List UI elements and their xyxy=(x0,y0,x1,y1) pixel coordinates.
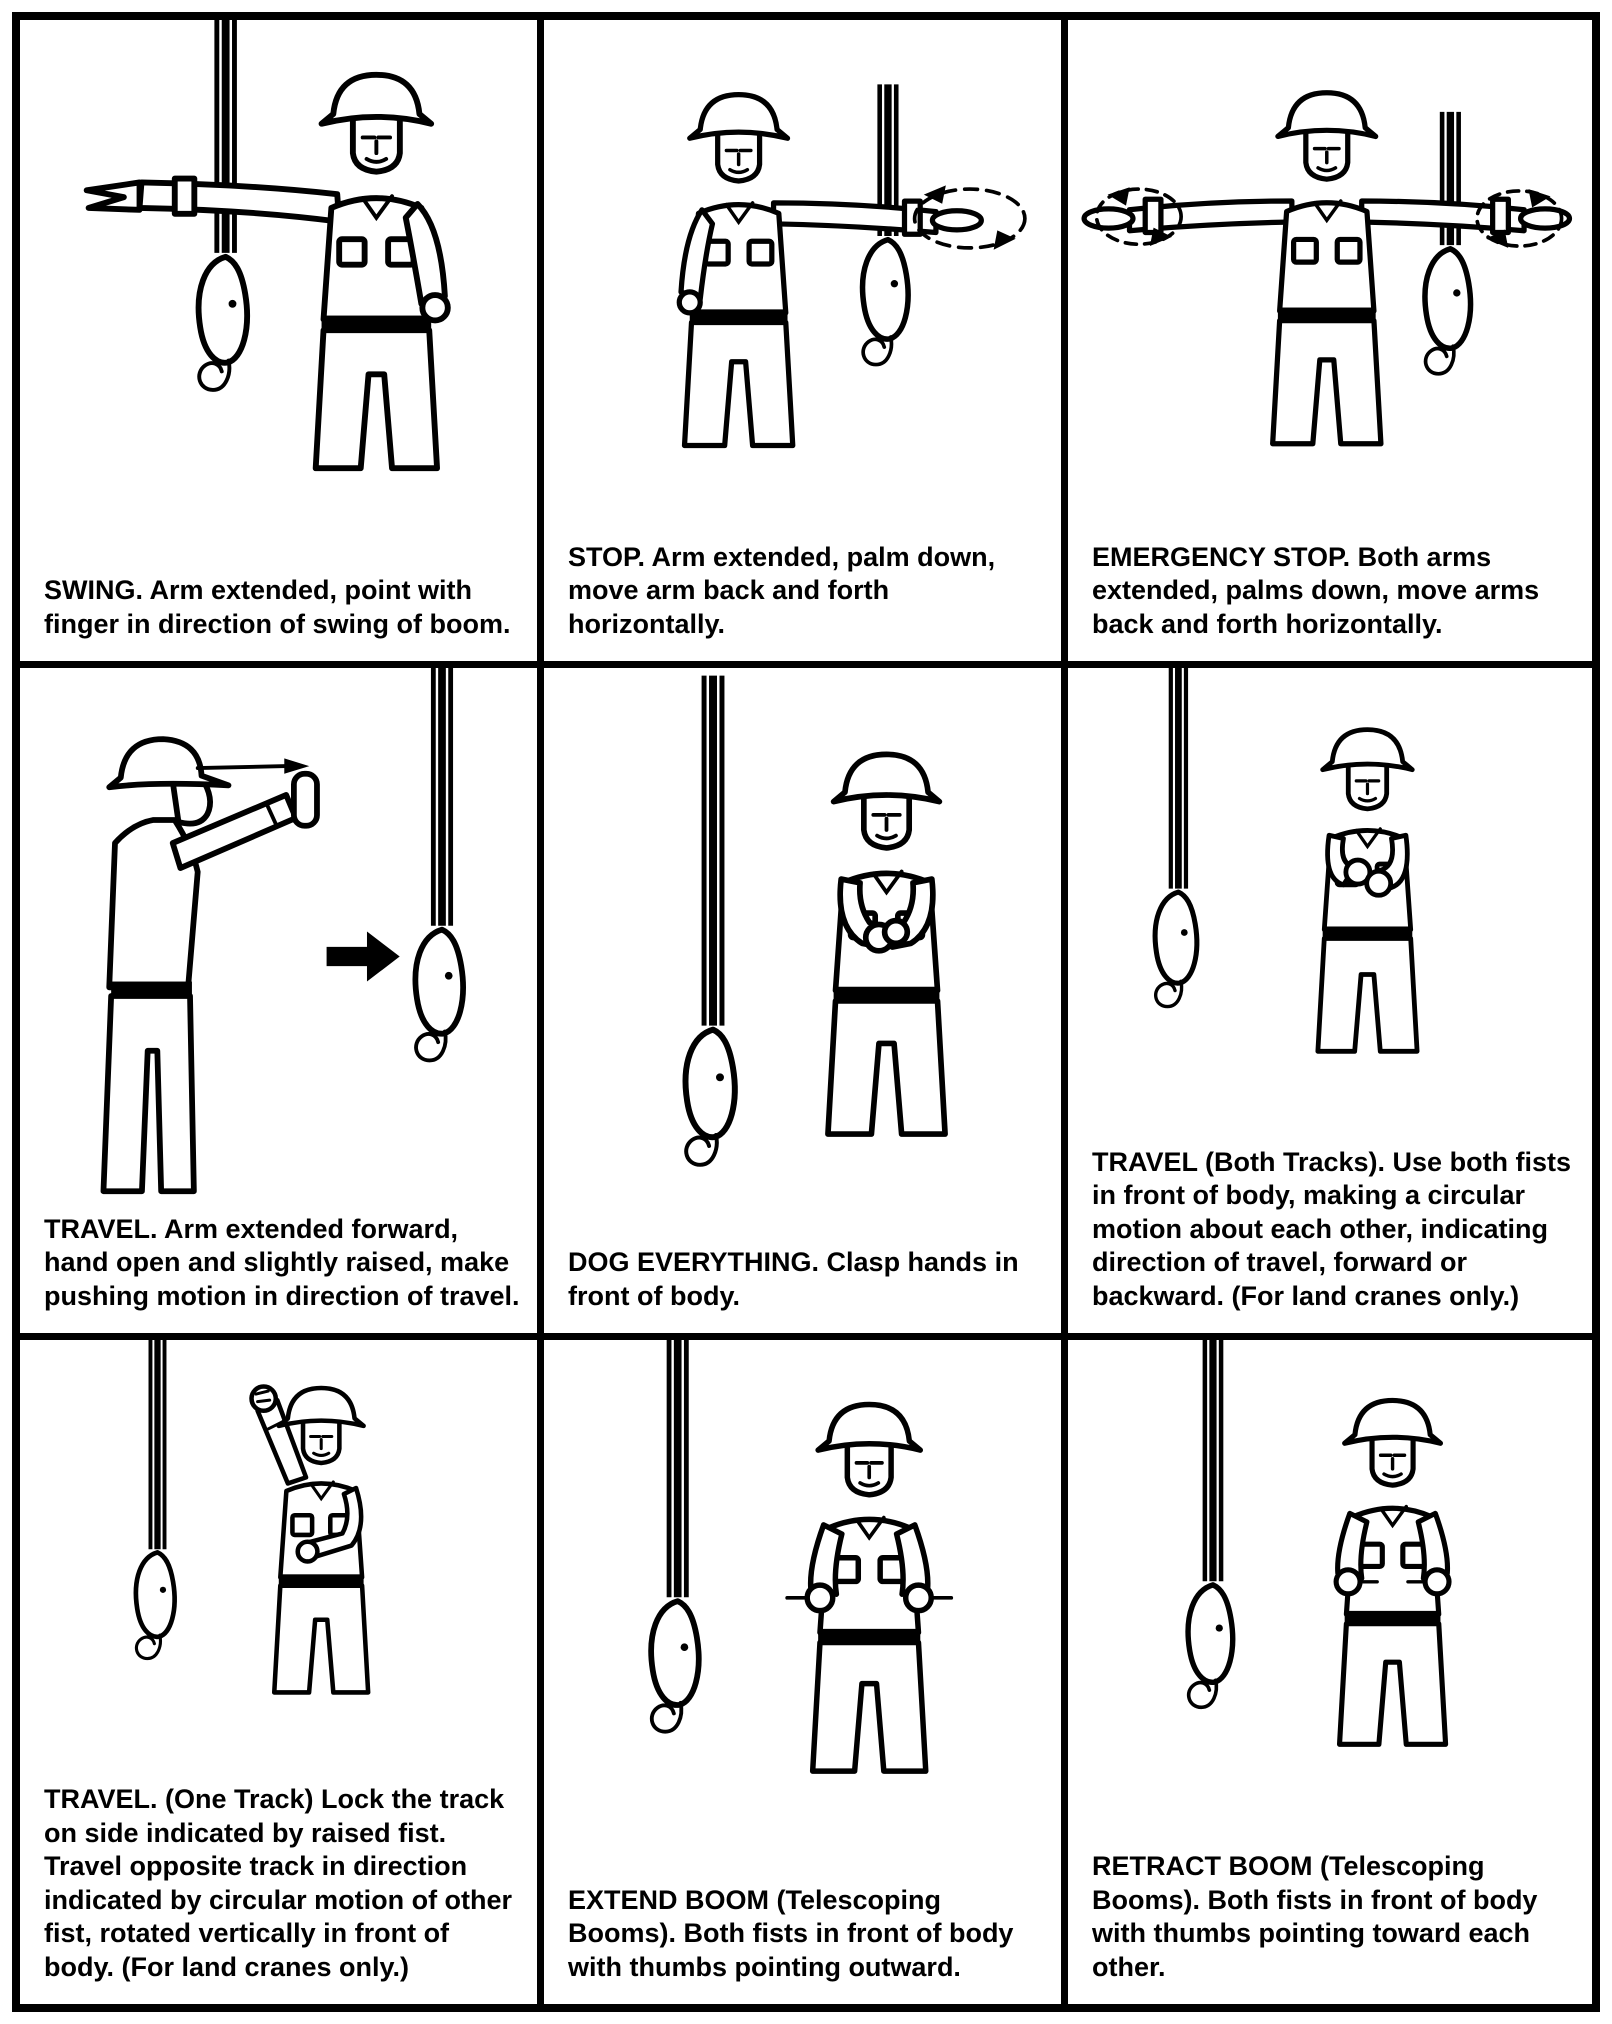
illustration-travel xyxy=(20,668,537,1207)
motion-arrows xyxy=(195,758,400,982)
illustration-dog-everything xyxy=(544,668,1061,1240)
illustration-retract-boom xyxy=(1068,1340,1592,1844)
caption-retract-boom: RETRACT BOOM (Telescoping Booms). Both f… xyxy=(1092,1851,1538,1982)
caption-extend-boom: EXTEND BOOM (Telescoping Booms). Both fi… xyxy=(568,1884,1014,1982)
illustration-travel-one-track xyxy=(20,1340,537,1777)
cell-extend-boom: EXTEND BOOM (Telescoping Booms). Both fi… xyxy=(544,1340,1068,2004)
cell-travel-both-tracks: TRAVEL (Both Tracks). Use both fists in … xyxy=(1068,668,1592,1340)
hoist-line xyxy=(1155,668,1197,1007)
signal-grid: SWING. Arm extended, point with finger i… xyxy=(12,12,1600,2012)
caption-emergency-stop: EMERGENCY STOP. Both arms extended, palm… xyxy=(1092,541,1540,639)
cell-travel-one-track: TRAVEL. (One Track) Lock the track on si… xyxy=(20,1340,544,2004)
hook-block-icon xyxy=(863,240,908,365)
hoist-line xyxy=(415,668,463,1060)
caption-travel-one-track: TRAVEL. (One Track) Lock the track on si… xyxy=(44,1784,513,1982)
worker-figure xyxy=(100,736,320,1195)
motion-arrows xyxy=(1094,187,1564,248)
hoist-line xyxy=(686,675,735,1165)
worker-figure xyxy=(828,754,945,1134)
illustration-emergency-stop xyxy=(1068,20,1592,535)
cell-retract-boom: RETRACT BOOM (Telescoping Booms). Both f… xyxy=(1068,1340,1592,2004)
illustration-travel-both-tracks xyxy=(1068,668,1592,1140)
caption-travel-both-tracks: TRAVEL (Both Tracks). Use both fists in … xyxy=(1092,1146,1572,1311)
hook-block-icon xyxy=(136,1552,175,1658)
hoist-line xyxy=(1425,111,1470,374)
cell-emergency-stop: EMERGENCY STOP. Both arms extended, palm… xyxy=(1068,20,1592,668)
hoist-line xyxy=(136,1340,175,1659)
hook-block-icon xyxy=(686,1030,735,1165)
worker-figure xyxy=(1333,1400,1452,1744)
worker-figure xyxy=(785,1405,954,1772)
illustration-extend-boom xyxy=(544,1340,1061,1878)
cell-dog-everything: DOG EVERYTHING. Clasp hands in front of … xyxy=(544,668,1068,1340)
hook-block-icon xyxy=(651,1601,699,1732)
cell-stop: STOP. Arm extended, palm down, move arm … xyxy=(544,20,1068,668)
caption-swing: SWING. Arm extended, point with finger i… xyxy=(44,575,511,639)
worker-figure xyxy=(1081,93,1573,444)
illustration-swing xyxy=(20,20,537,568)
hoist-line xyxy=(651,1340,699,1732)
worker-figure xyxy=(676,95,984,446)
cell-travel: TRAVEL. Arm extended forward, hand open … xyxy=(20,668,544,1340)
motion-arrows xyxy=(912,185,1027,250)
hook-block-icon xyxy=(199,257,247,390)
caption-dog-everything: DOG EVERYTHING. Clasp hands in front of … xyxy=(568,1247,1019,1311)
worker-figure xyxy=(249,1384,369,1693)
hook-block-icon xyxy=(1155,892,1197,1007)
caption-travel: TRAVEL. Arm extended forward, hand open … xyxy=(44,1213,520,1311)
cell-swing: SWING. Arm extended, point with finger i… xyxy=(20,20,544,668)
hook-block-icon xyxy=(415,930,463,1061)
worker-figure xyxy=(83,75,451,468)
illustration-stop xyxy=(544,20,1061,535)
caption-stop: STOP. Arm extended, palm down, move arm … xyxy=(568,541,996,639)
hook-block-icon xyxy=(1188,1585,1233,1707)
worker-figure xyxy=(1318,730,1417,1052)
hook-block-icon xyxy=(1425,249,1470,374)
hoist-line xyxy=(1188,1340,1233,1707)
